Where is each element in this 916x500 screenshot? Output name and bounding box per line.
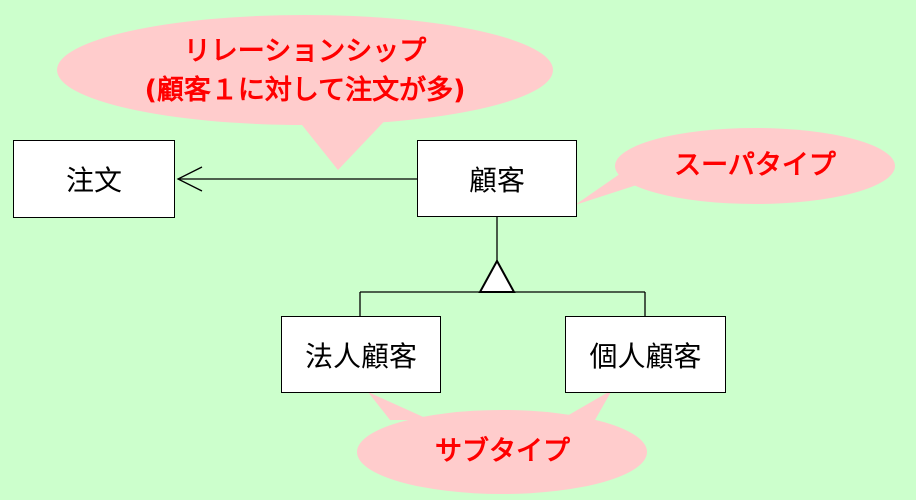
relationship-callout-line1: リレーションシップ — [183, 35, 427, 67]
entity-corporate-customer-label: 法人顧客 — [304, 339, 417, 373]
entity-order-label: 注文 — [65, 164, 122, 197]
hollow-triangle-icon — [478, 258, 516, 293]
supertype-callout-label: スーパタイプ — [674, 150, 836, 182]
open-arrow-icon — [176, 166, 203, 192]
entity-individual-customer-label: 個人顧客 — [589, 339, 702, 373]
relationship-callout-line2: (顧客１に対して注文が多) — [144, 75, 466, 106]
supertype-bubble — [575, 128, 895, 205]
subtype-callout-label: サブタイプ — [435, 436, 570, 468]
entity-individual-customer: 個人顧客 — [565, 316, 726, 393]
relationship-callout: リレーションシップ (顧客１に対して注文が多) — [90, 28, 520, 114]
generalization-connector — [359, 217, 646, 316]
entity-order: 注文 — [13, 140, 175, 218]
supertype-callout: スーパタイプ — [640, 144, 870, 188]
entity-customer-label: 顧客 — [468, 163, 525, 197]
relationship-bubble — [57, 15, 553, 170]
entity-corporate-customer: 法人顧客 — [281, 316, 441, 393]
entity-customer: 顧客 — [417, 140, 577, 217]
subtype-callout: サブタイプ — [400, 430, 605, 474]
subtype-bubble — [357, 390, 647, 494]
